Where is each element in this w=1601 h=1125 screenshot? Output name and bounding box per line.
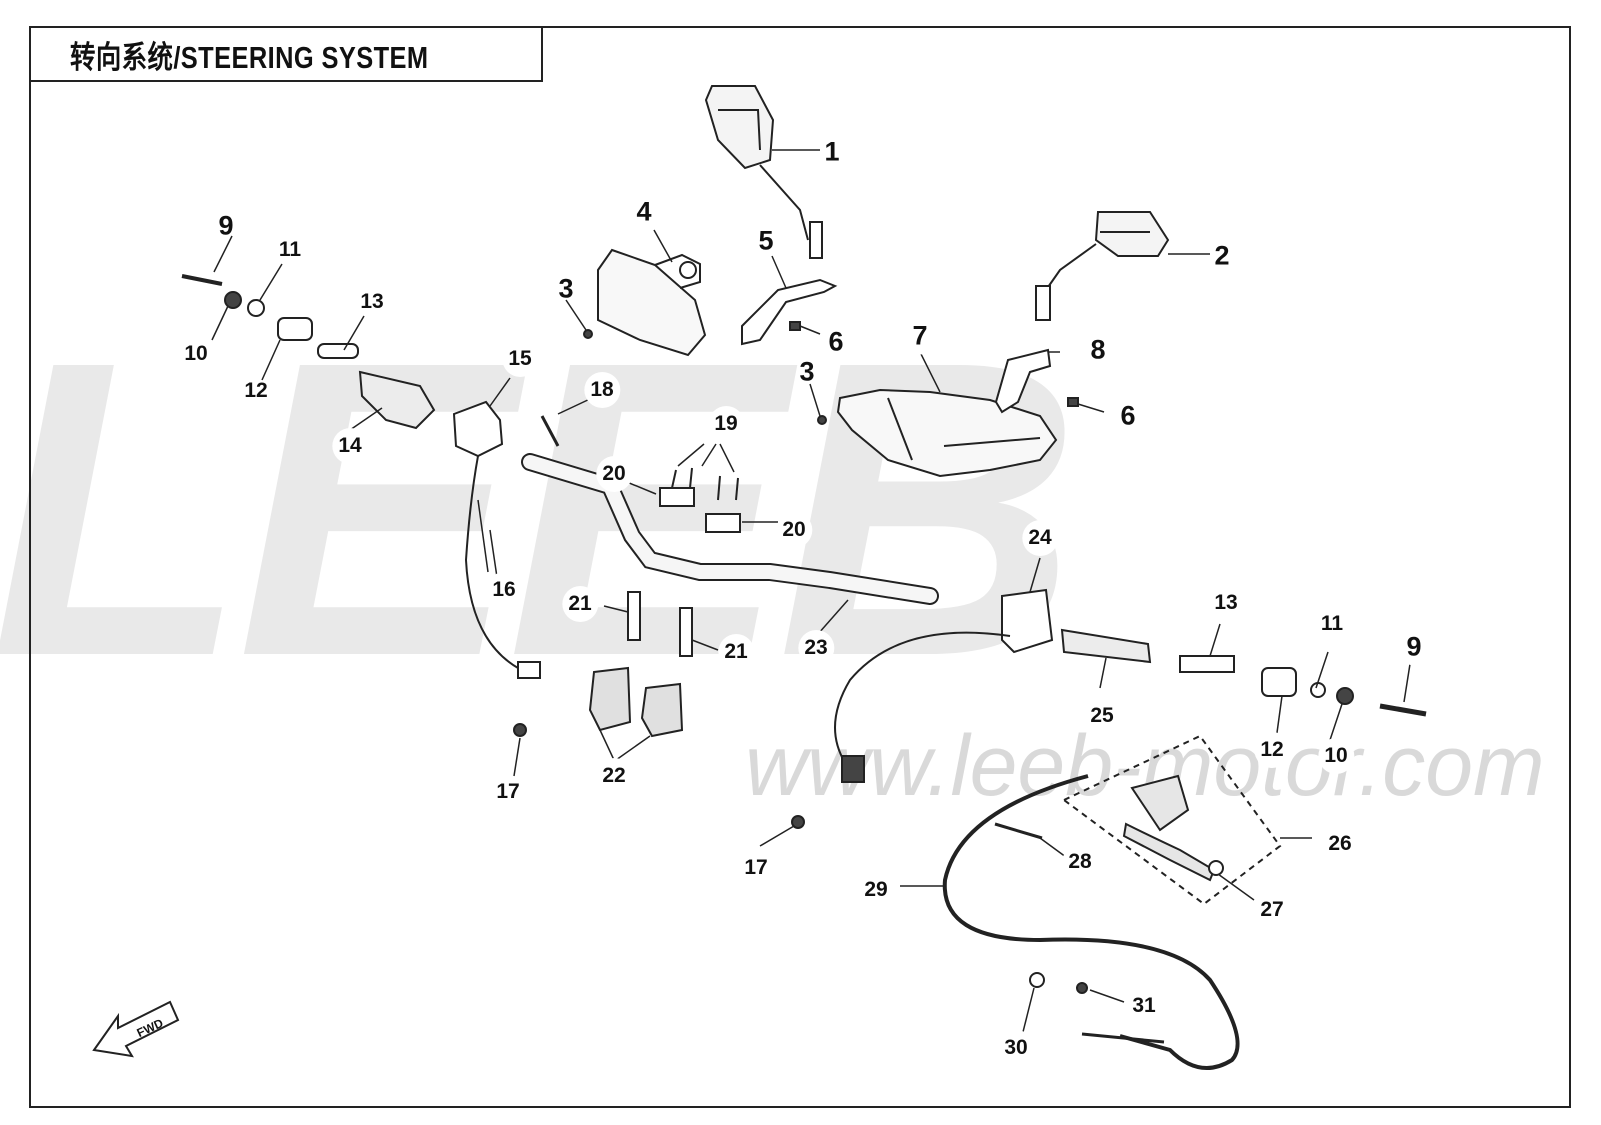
part-label-28: 28 xyxy=(1061,844,1099,880)
part-label-2: 2 xyxy=(1214,240,1230,271)
part-label-6: 6 xyxy=(817,324,855,360)
part-label-10: 10 xyxy=(184,342,208,365)
part-label-5: 5 xyxy=(758,225,774,256)
part-label-20: 20 xyxy=(595,456,633,492)
right-grip xyxy=(1060,628,1152,664)
page-title: 转向系统/STEERING SYSTEM xyxy=(70,40,429,75)
part-label-1: 1 xyxy=(824,136,840,167)
part-label-9: 9 xyxy=(1395,629,1433,665)
part-label-3: 3 xyxy=(558,273,574,304)
left-guard-bracket xyxy=(741,278,838,346)
part-label-14: 14 xyxy=(331,428,369,464)
part-label-24: 24 xyxy=(1021,520,1059,556)
right-guard-bracket xyxy=(994,348,1052,414)
right-mirror xyxy=(1035,211,1170,321)
right-switch xyxy=(1001,588,1054,654)
part-label-15: 15 xyxy=(501,341,539,377)
part-label-26: 26 xyxy=(1328,832,1352,855)
part-label-11: 11 xyxy=(278,238,302,261)
title-box xyxy=(29,26,543,82)
leeb-watermark-logo: LEEB xyxy=(0,275,1080,744)
diagram-frame xyxy=(29,26,1571,1108)
part-label-25: 25 xyxy=(1083,698,1121,734)
part-label-7: 7 xyxy=(901,318,939,354)
bar-end-bolt-left xyxy=(181,274,223,286)
part-label-21: 21 xyxy=(717,634,755,670)
part-label-12: 12 xyxy=(244,379,268,402)
part-label-27: 27 xyxy=(1253,892,1291,928)
part-label-31: 31 xyxy=(1125,988,1163,1024)
left-handguard xyxy=(597,248,707,357)
part-label-16: 16 xyxy=(485,572,523,608)
part-label-9: 9 xyxy=(218,210,234,241)
part-label-21: 21 xyxy=(561,586,599,622)
part-label-23: 23 xyxy=(797,630,835,666)
part-label-13: 13 xyxy=(1207,585,1245,621)
left-mirror xyxy=(704,85,823,259)
part-label-10: 10 xyxy=(1317,738,1355,774)
part-label-3: 3 xyxy=(799,356,815,387)
part-label-30: 30 xyxy=(997,1030,1035,1066)
fwd-arrow xyxy=(92,1000,180,1058)
part-label-8: 8 xyxy=(1079,332,1117,368)
part-label-6: 6 xyxy=(1109,398,1147,434)
part-label-18: 18 xyxy=(583,372,621,408)
throttle-grip xyxy=(358,370,436,430)
clutch-cable xyxy=(942,774,1240,1070)
part-label-12: 12 xyxy=(1253,732,1291,768)
leader-lines xyxy=(211,149,1411,1037)
left-switch xyxy=(452,400,504,458)
part-label-17: 17 xyxy=(744,856,768,879)
part-label-13: 13 xyxy=(360,290,384,313)
part-label-17: 17 xyxy=(496,780,520,803)
part-label-11: 11 xyxy=(1313,606,1351,642)
part-label-22: 22 xyxy=(595,758,633,794)
part-label-4: 4 xyxy=(636,196,652,227)
right-handguard xyxy=(836,388,1058,478)
part-label-29: 29 xyxy=(864,878,888,901)
part-label-19: 19 xyxy=(707,406,745,442)
part-label-20: 20 xyxy=(775,512,813,548)
